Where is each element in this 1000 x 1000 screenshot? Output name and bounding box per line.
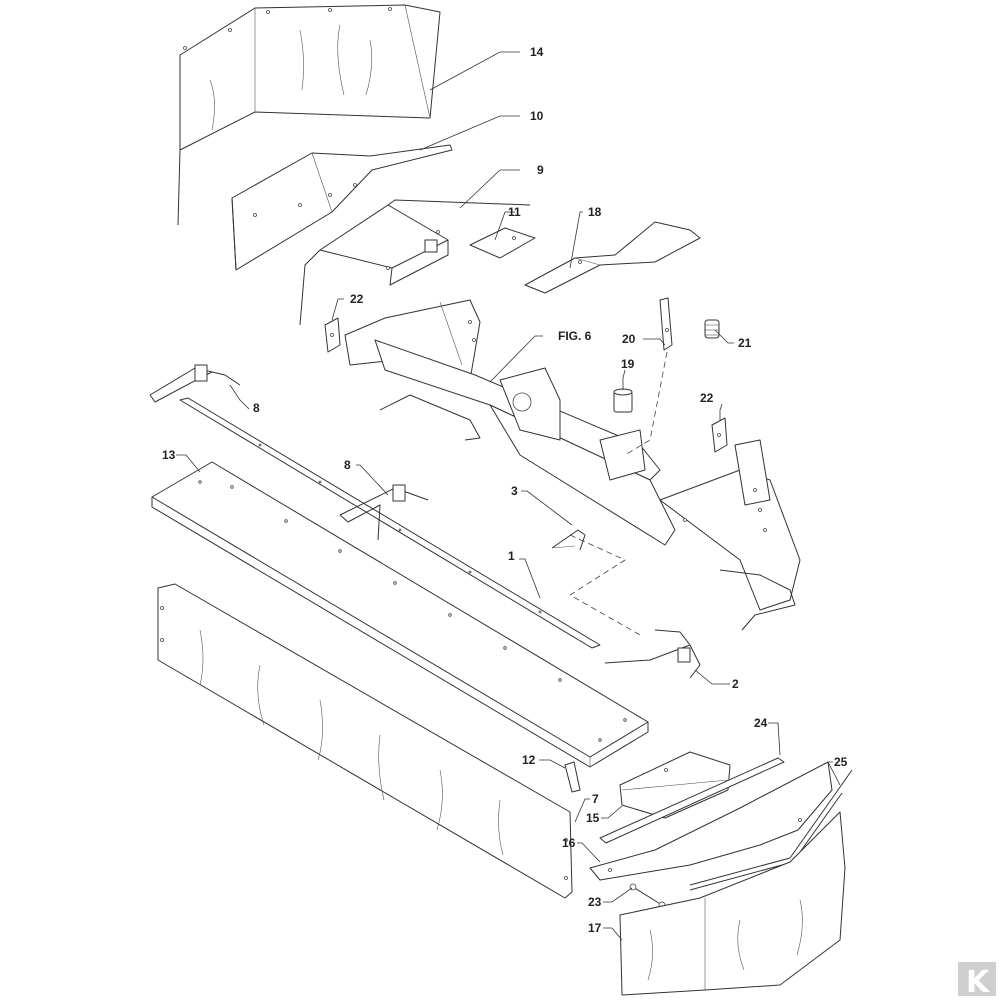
- label-21: 21: [738, 336, 752, 350]
- part-8-bracket-left: [149, 364, 241, 403]
- label-24: 24: [754, 716, 768, 730]
- part-11-plate: [469, 227, 536, 259]
- part-22-clip-left: [324, 317, 341, 353]
- part-9-bracket: [299, 199, 531, 326]
- part-13-long-plate: [151, 461, 649, 768]
- part-14-upper-curtain: [177, 4, 441, 226]
- part-23-pin: [629, 883, 666, 909]
- label-fig6: FIG. 6: [558, 329, 592, 343]
- part-10-shroud: [231, 144, 453, 271]
- label-8-mid: 8: [344, 458, 351, 472]
- label-25: 25: [834, 755, 848, 769]
- part-17-side-curtain: [619, 811, 846, 996]
- label-22-right: 22: [700, 391, 714, 405]
- part-20-pivot-bracket: [659, 297, 673, 351]
- part-19-bushing: [613, 388, 633, 413]
- brand-logo: K: [958, 962, 996, 1000]
- part-3-angle: [551, 529, 586, 551]
- label-9: 9: [537, 163, 544, 177]
- label-2: 2: [732, 677, 739, 691]
- assembly-dashed-lines: [569, 351, 668, 636]
- label-7: 7: [592, 792, 599, 806]
- part-18-cover: [524, 221, 701, 294]
- label-18: 18: [588, 205, 602, 219]
- label-22-left: 22: [350, 292, 364, 306]
- part-12-clip: [564, 761, 581, 793]
- label-14: 14: [530, 45, 544, 59]
- label-19: 19: [621, 357, 635, 371]
- part-2-end-bracket: [604, 629, 701, 679]
- part-21-spring: [704, 319, 720, 339]
- label-10: 10: [530, 109, 544, 123]
- label-1: 1: [508, 549, 515, 563]
- part-8-bracket-mid: [339, 484, 429, 541]
- part-24-strip: [599, 757, 785, 844]
- label-16: 16: [562, 836, 576, 850]
- label-11: 11: [508, 205, 521, 219]
- part-22-clip-right: [711, 417, 728, 453]
- part-15-box-cover: [619, 751, 731, 819]
- part-7-lower-curtain: [157, 583, 573, 899]
- part-16-side-plate: [589, 761, 833, 881]
- logo-letter: K: [966, 965, 991, 1000]
- part-labels: 14 10 9 11 18 22 FIG. 6 20 21 19 8 22 13…: [162, 45, 848, 935]
- leader-lines: [176, 51, 841, 941]
- part-1-rail: [179, 397, 601, 649]
- label-23: 23: [588, 895, 602, 909]
- label-8-left: 8: [253, 401, 260, 415]
- label-15: 15: [586, 811, 600, 825]
- main-frame-fig6: [344, 299, 801, 631]
- label-20: 20: [622, 332, 636, 346]
- label-3: 3: [511, 484, 518, 498]
- label-13: 13: [162, 448, 176, 462]
- label-12: 12: [522, 753, 536, 767]
- label-17: 17: [588, 921, 602, 935]
